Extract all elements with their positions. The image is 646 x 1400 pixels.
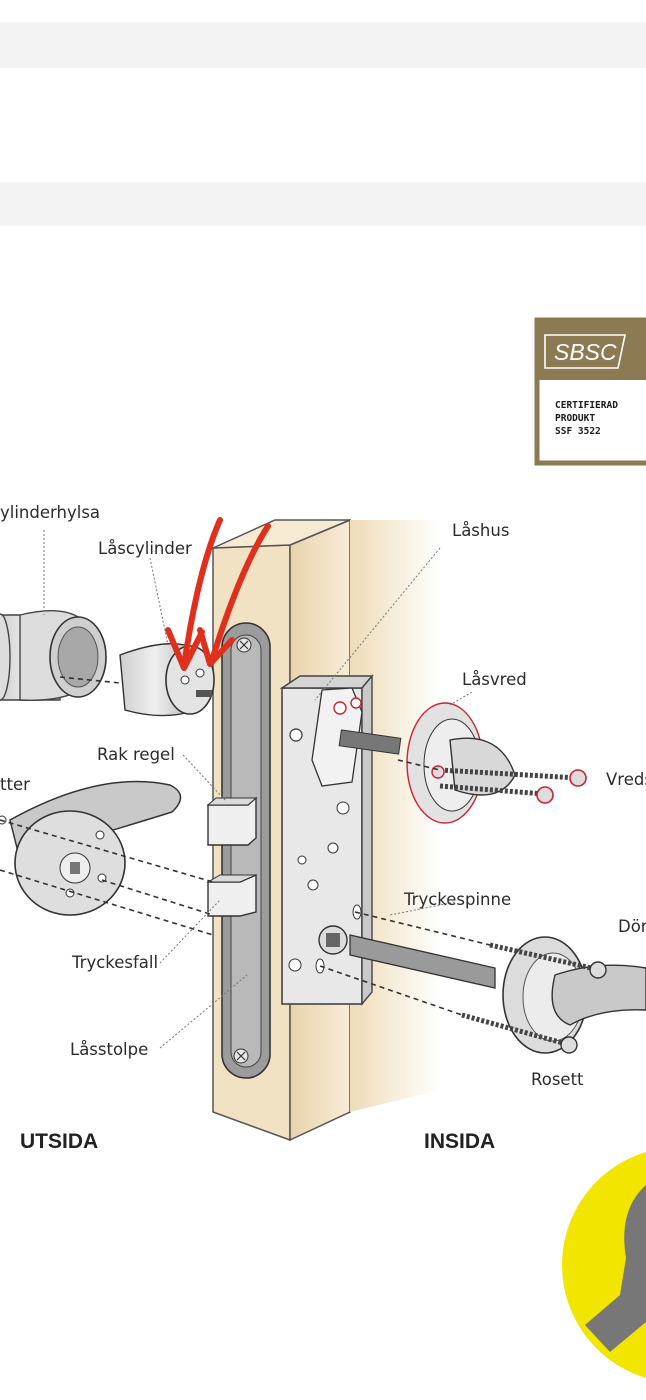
label-cylinderhylsa: ylinderhylsa: [0, 503, 100, 522]
label-tryckesfall: Tryckesfall: [71, 953, 158, 972]
red-arrow-left: [181, 517, 223, 669]
label-outside: UTSIDA: [20, 1130, 98, 1153]
label-rosett: Rosett: [531, 1070, 584, 1089]
label-inside: INSIDA: [424, 1130, 495, 1153]
cylinder-sleeve: [0, 610, 107, 701]
red-arrow-right: [209, 523, 271, 663]
red-arrowhead-right: [197, 627, 235, 667]
certification-badge: SBSC CERTIFIERAD PRODUKT SSF 3522: [534, 317, 646, 466]
label-lascylinder: Låscylinder: [98, 539, 192, 558]
thumb-turn: [338, 702, 587, 824]
inside-handle: [461, 936, 646, 1054]
badge-header: [537, 320, 646, 380]
assembly-guide-lines: [0, 676, 491, 1016]
label-dorrtrycke: Dör: [618, 917, 646, 936]
brand-logo: [562, 1152, 646, 1378]
label-rak-regel: Rak regel: [97, 745, 175, 764]
badge-line-3: SSF 3522: [555, 426, 601, 437]
lock-cylinder: [119, 643, 215, 717]
badge-logo-outline: [544, 334, 626, 369]
face-plate: [221, 622, 271, 1079]
red-annotation-arrows: [165, 517, 271, 671]
label-lashus: Låshus: [452, 521, 509, 540]
label-leader-lines: [43, 530, 473, 1049]
spindle: [349, 934, 496, 989]
badge-line-1: CERTIFIERAD: [555, 400, 618, 411]
deadbolt: [206, 796, 258, 846]
label-vredskruvar: Vreds: [606, 770, 646, 789]
latch-bolt: [206, 873, 257, 917]
label-lasstolpe: Låsstolpe: [70, 1040, 148, 1059]
label-lasvred: Låsvred: [462, 670, 527, 689]
outside-handle: [0, 780, 182, 916]
key-shape: [585, 1185, 646, 1352]
label-muttrar: tter: [0, 775, 30, 794]
top-grey-band: [0, 22, 646, 68]
badge-brand: SBSC: [554, 339, 617, 365]
middle-grey-band: [0, 182, 646, 226]
label-tryckespinne: Tryckespinne: [403, 890, 511, 909]
red-arrowhead-left: [165, 627, 205, 671]
badge-line-2: PRODUKT: [555, 413, 595, 424]
